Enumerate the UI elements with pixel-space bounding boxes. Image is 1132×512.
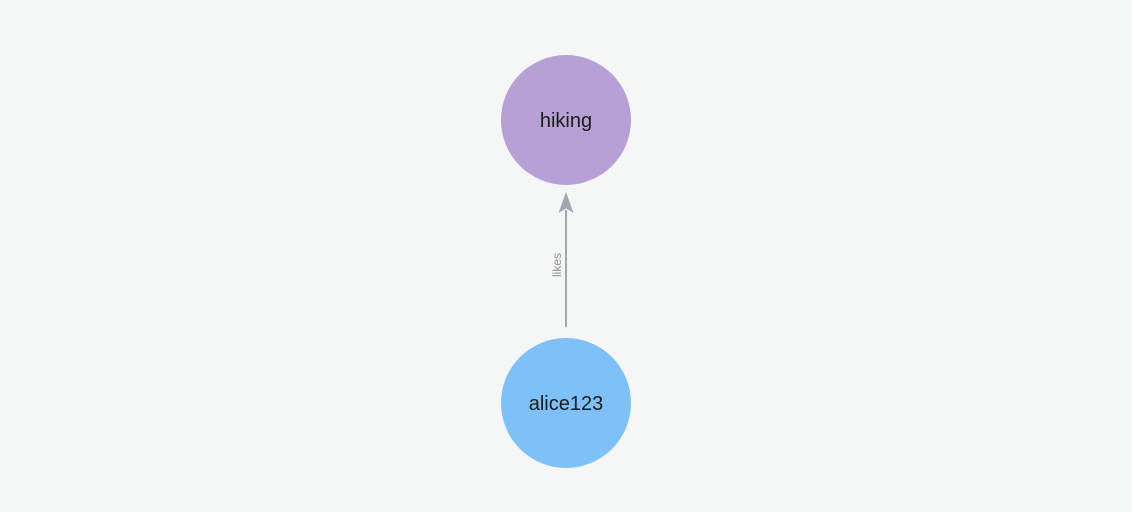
node-alice123-circle xyxy=(501,338,631,468)
node-hiking-circle xyxy=(501,55,631,185)
node-hiking-label: hiking xyxy=(540,110,592,132)
edge-alice123-likes-hiking[interactable]: likes xyxy=(550,192,574,327)
node-alice123-label: alice123 xyxy=(529,393,604,415)
node-alice123[interactable]: alice123 xyxy=(501,338,631,468)
arrowhead-icon xyxy=(558,192,574,213)
node-hiking[interactable]: hiking xyxy=(501,55,631,185)
edge-label: likes xyxy=(550,253,564,277)
